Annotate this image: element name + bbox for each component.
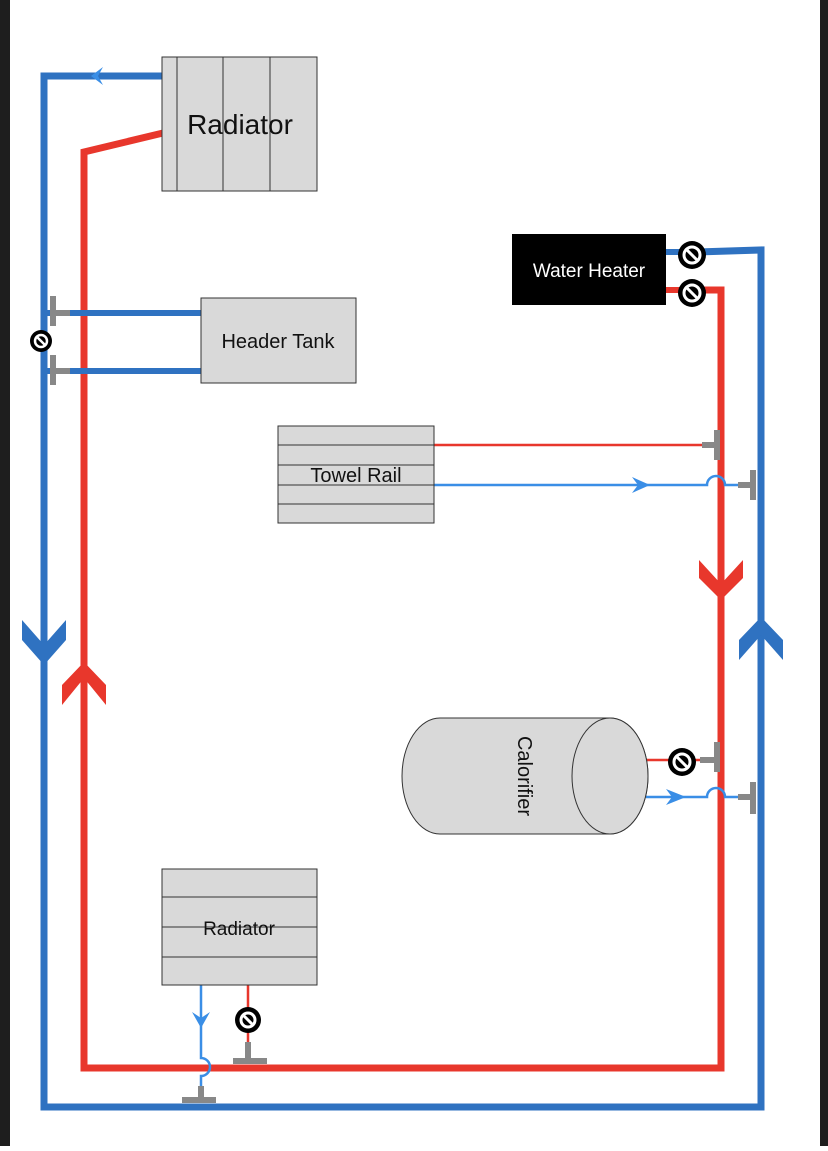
calorifier: Calorifier [401,717,649,835]
flow-arrow-icon [22,67,783,1028]
header-tank: Header Tank [200,297,357,384]
tee-fitting-icon [50,296,756,1103]
towel-rail: Towel Rail [277,425,435,524]
radiator-top-label: Radiator [187,109,293,140]
water-heater: Water Heater [512,234,682,305]
bottom-radiator-pipes [199,985,250,1102]
towel-rail-label: Towel Rail [310,465,401,487]
calorifier-label: Calorifier [513,736,535,816]
isolation-valve-icon [30,241,706,1033]
radiator-bottom: Radiator [161,868,318,986]
calorifier-pipes [646,758,750,799]
cold-return-loop [40,72,765,1111]
radiator-top: Radiator [161,56,318,192]
header-tank-label: Header Tank [221,331,335,353]
right-border [820,0,828,1146]
hot-flow-loop [80,129,725,1072]
water-heater-label: Water Heater [533,261,646,282]
left-border [0,0,10,1146]
header-tank-pipes [44,310,201,374]
towel-rail-pipes [434,443,750,487]
radiator-bottom-label: Radiator [203,919,275,940]
